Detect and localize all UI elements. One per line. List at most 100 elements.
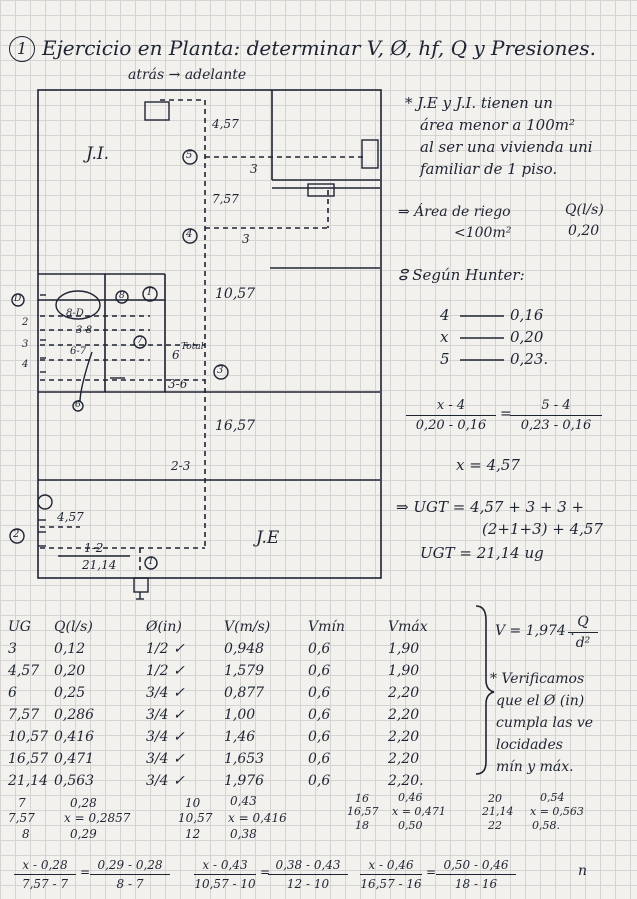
table-row: 6 0,25 3/4 ✓ 0,877 0,6 2,20 <box>8 682 468 704</box>
note-line: * J.E y J.I. tienen un <box>405 94 553 112</box>
hunter-interp-left: x - 4 0,20 - 0,16 <box>406 398 496 433</box>
fraction-denominator: d² <box>575 635 591 651</box>
table-cell: 21,14 <box>8 773 49 789</box>
interp-ug: 12 <box>185 827 201 841</box>
equals-sign: = <box>500 406 512 422</box>
table-cell: 1/2 ✓ <box>146 641 185 657</box>
dim-label: 10,57 <box>215 286 256 302</box>
table-cell: 1,653 <box>224 751 265 767</box>
riego-q: 0,20 <box>568 223 600 239</box>
node-label: 4 <box>22 359 29 370</box>
node-label: 2 <box>22 317 29 328</box>
title-text: Ejercicio en Planta: determinar V, Ø, hf… <box>42 36 596 60</box>
table-row: 4,57 0,20 1/2 ✓ 1,579 0,6 1,90 <box>8 660 468 682</box>
note-line: familiar de 1 piso. <box>420 160 558 178</box>
table-cell: 1,90 <box>388 641 420 657</box>
fraction-numerator: x - 0,43 <box>202 858 248 872</box>
table-row: 7,57 0,286 3/4 ✓ 1,00 0,6 2,20 <box>8 704 468 726</box>
fixture-basin <box>55 290 101 320</box>
fraction-numerator: x - 0,28 <box>22 858 68 872</box>
formula-fraction: Q d² <box>568 614 598 651</box>
column-header: Ø(in) <box>146 619 182 635</box>
table-cell: 2,20 <box>388 729 420 745</box>
column-header: Q(l/s) <box>54 619 93 635</box>
fraction-bar <box>268 874 348 875</box>
plan-direction-label: atrás → adelante <box>128 67 247 83</box>
interp-q: x = 0,563 <box>530 805 584 818</box>
table-cell: 2,20. <box>388 773 424 789</box>
fraction-bar <box>14 874 76 875</box>
node-label: 1 <box>148 557 154 567</box>
table-cell: 1/2 ✓ <box>146 663 185 679</box>
hunter-title: ⵓ Según Hunter: <box>398 266 525 284</box>
table-cell: 3/4 ✓ <box>146 707 185 723</box>
bottom-fraction-right: 0,29 - 0,28 8 - 7 <box>90 858 170 891</box>
table-cell: 0,877 <box>224 685 265 701</box>
hunter-x: 5 <box>440 350 450 368</box>
table-cell: 0,6 <box>308 707 331 723</box>
interp-q: 0,28 <box>70 796 97 810</box>
node-label: 7 <box>137 336 143 346</box>
dim-label: 3 <box>242 232 250 246</box>
fraction-numerator: x - 4 <box>436 398 466 413</box>
formula-lhs: V = 1,974 . <box>495 623 575 639</box>
table-cell: 0,471 <box>54 751 95 767</box>
hunter-q: 0,23. <box>510 350 549 368</box>
fraction-numerator: 0,29 - 0,28 <box>97 858 163 872</box>
fixture-shower-arrow <box>79 351 93 403</box>
dim-label: 8-D <box>66 308 84 319</box>
fraction-denominator: 0,20 - 0,16 <box>415 418 487 433</box>
table-cell: 2,20 <box>388 685 420 701</box>
table-cell: 3/4 ✓ <box>146 685 185 701</box>
table-cell: 0,563 <box>54 773 95 789</box>
ji-label: J.I. <box>86 144 110 164</box>
table-cell: 4,57 <box>8 663 40 679</box>
fraction-numerator: 0,50 - 0,46 <box>443 858 509 872</box>
node-label: 8 <box>119 291 125 301</box>
table-cell: 3/4 ✓ <box>146 729 185 745</box>
table-cell: 0,6 <box>308 751 331 767</box>
verify-line: locidades <box>496 737 563 753</box>
fixture-sink <box>307 183 335 197</box>
node-label: 3 <box>217 365 224 376</box>
interp-q: 0,29 <box>70 827 97 841</box>
interp-ug: 10,57 <box>178 811 213 825</box>
verify-line: * Verificamos <box>490 671 585 687</box>
bottom-end-mark: n <box>578 863 588 879</box>
interp-ug: 16,57 <box>347 805 379 818</box>
fraction-denominator: 10,57 - 10 <box>194 877 256 891</box>
verify-line: que el Ø (in) <box>496 693 585 709</box>
equals-sign: = <box>426 865 437 879</box>
table-cell: 0,20 <box>54 663 86 679</box>
fraction-denominator: 16,57 - 16 <box>360 877 422 891</box>
bottom-fraction-left: x - 0,46 16,57 - 16 <box>360 858 422 891</box>
bottom-fraction-left: x - 0,43 10,57 - 10 <box>194 858 256 891</box>
bottom-fraction-left: x - 0,28 7,57 - 7 <box>14 858 76 891</box>
fraction-bar <box>360 874 422 875</box>
interp-q: x = 0,471 <box>392 805 446 818</box>
fraction-bar <box>510 415 602 416</box>
table-cell: 2,20 <box>388 707 420 723</box>
table-row: 16,57 0,471 3/4 ✓ 1,653 0,6 2,20 <box>8 748 468 770</box>
table-cell: 3/4 ✓ <box>146 773 185 789</box>
note-line: área menor a 100m² <box>420 116 576 134</box>
fraction-numerator: 5 - 4 <box>541 398 571 413</box>
table-row: 3 0,12 1/2 ✓ 0,948 0,6 1,90 <box>8 638 468 660</box>
dim-label: 6 <box>172 348 180 362</box>
note-line: al ser una vivienda uni <box>420 138 593 156</box>
riego-area: <100m² <box>454 225 512 241</box>
title-number-circle: 1 <box>9 36 35 62</box>
table-cell: 0,6 <box>308 663 331 679</box>
table-cell: 0,6 <box>308 641 331 657</box>
ugt-line2: (2+1+3) + 4,57 <box>482 520 603 538</box>
table-cell: 0,286 <box>54 707 95 723</box>
node-label: 3 <box>22 339 29 350</box>
interp-q: x = 0,416 <box>228 811 287 825</box>
interp-ug: 8 <box>22 827 30 841</box>
node-label: 5 <box>186 150 193 161</box>
fixture-tap-rear <box>144 101 170 121</box>
interp-ug: 7,57 <box>8 811 35 825</box>
fraction-bar <box>436 874 516 875</box>
table-cell: 0,6 <box>308 773 331 789</box>
